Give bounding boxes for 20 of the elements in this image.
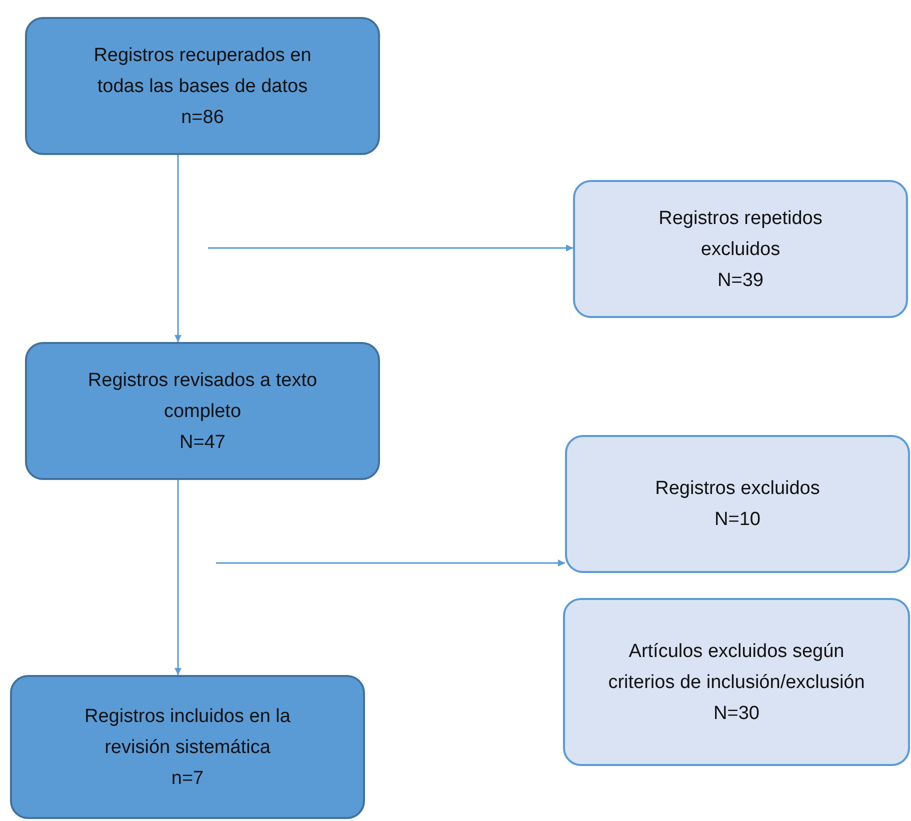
process-box	[563, 598, 910, 766]
box-text: N=10	[714, 508, 760, 532]
arrow	[174, 480, 182, 675]
box-text: N=47	[180, 430, 226, 454]
box-text: N=30	[714, 702, 760, 726]
process-box	[565, 435, 910, 573]
arrow	[208, 244, 573, 252]
box-text: Registros revisados a texto completo	[86, 368, 318, 424]
box-text: Artículos excluidos según criterios de inclusión/exclusión	[607, 640, 866, 694]
process-box	[10, 675, 365, 819]
arrow	[174, 155, 182, 342]
process-box	[25, 17, 380, 155]
box-text: n=7	[171, 766, 204, 790]
box-text: Registros excluidos	[655, 477, 820, 501]
process-box	[573, 180, 908, 318]
arrow	[216, 560, 565, 566]
box-text: n=86	[181, 106, 224, 130]
box-text: N=39	[718, 268, 764, 292]
box-text: Registros repetidos excluidos	[658, 206, 824, 262]
process-box	[25, 342, 380, 480]
